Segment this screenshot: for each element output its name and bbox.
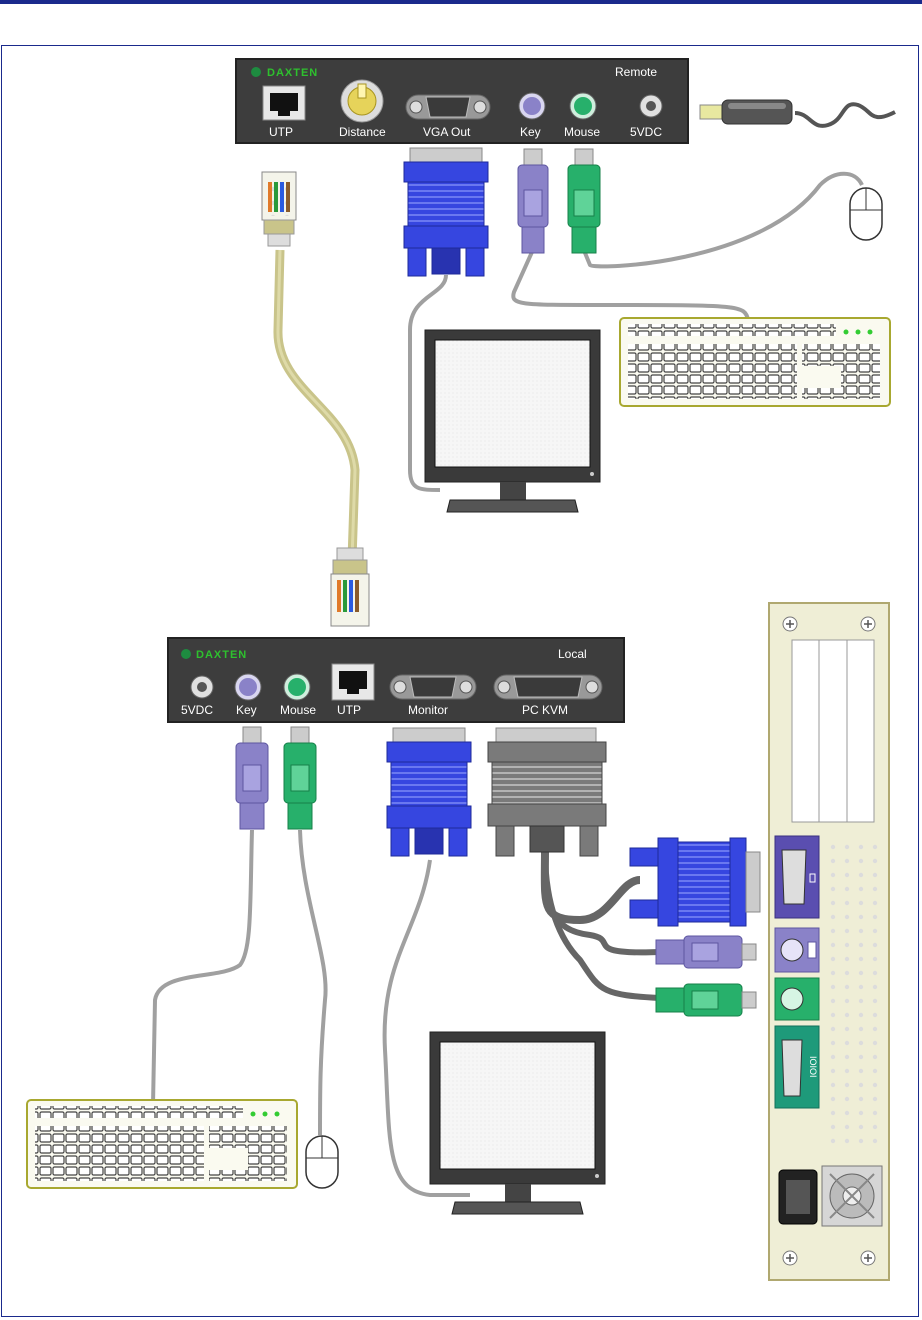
pc-rear-panel: IOIOI — [769, 603, 889, 1280]
local-mouse-plug — [284, 727, 316, 829]
remote-key-label: Key — [520, 125, 541, 139]
remote-distance-label: Distance — [339, 125, 386, 139]
utp-cable — [278, 250, 355, 560]
local-mouse-label: Mouse — [280, 703, 316, 717]
local-unit: DAXTEN Local 5VDC Key Mouse UTP Monitor … — [168, 638, 624, 722]
local-vga-plug — [387, 728, 471, 856]
local-title: Local — [558, 647, 587, 661]
local-power-label: 5VDC — [181, 703, 213, 717]
remote-mouse — [850, 188, 882, 240]
local-rj45-connector — [331, 548, 369, 626]
remote-monitor — [425, 330, 600, 512]
serial-port-label: IOIOI — [808, 1056, 818, 1078]
kvm-cable-vga — [545, 850, 640, 920]
local-kvm-plug — [488, 728, 606, 856]
local-monitor — [430, 1032, 605, 1214]
remote-title: Remote — [615, 65, 657, 79]
local-utp-label: UTP — [337, 703, 361, 717]
remote-unit: DAXTEN Remote UTP Distance VGA Out Key M… — [236, 59, 688, 143]
local-brand: DAXTEN — [196, 649, 247, 661]
local-key-label: Key — [236, 703, 257, 717]
pc-mouse-plug — [656, 984, 756, 1016]
remote-utp-label: UTP — [269, 125, 293, 139]
local-pckvm-label: PC KVM — [522, 703, 568, 717]
remote-key-plug — [518, 149, 548, 253]
pc-vga-plug — [630, 838, 760, 926]
pc-key-plug — [656, 936, 756, 968]
power-plug — [700, 100, 792, 124]
remote-mouse-cable — [583, 174, 862, 267]
remote-rj45-connector — [262, 172, 296, 246]
remote-mouse-label: Mouse — [564, 125, 600, 139]
remote-keyboard — [620, 318, 890, 406]
remote-power-label: 5VDC — [630, 125, 662, 139]
local-monitor-label: Monitor — [408, 703, 448, 717]
local-mouse-cable — [300, 830, 326, 1135]
remote-key-cable — [513, 252, 748, 320]
remote-vga-plug — [404, 148, 488, 276]
local-key-cable — [153, 830, 252, 1105]
remote-vgaout-label: VGA Out — [423, 125, 471, 139]
local-key-plug — [236, 727, 268, 829]
local-mouse — [306, 1136, 338, 1188]
remote-brand: DAXTEN — [267, 67, 318, 79]
power-cord — [795, 104, 895, 126]
local-keyboard — [27, 1100, 297, 1188]
remote-mouse-plug — [568, 149, 600, 253]
